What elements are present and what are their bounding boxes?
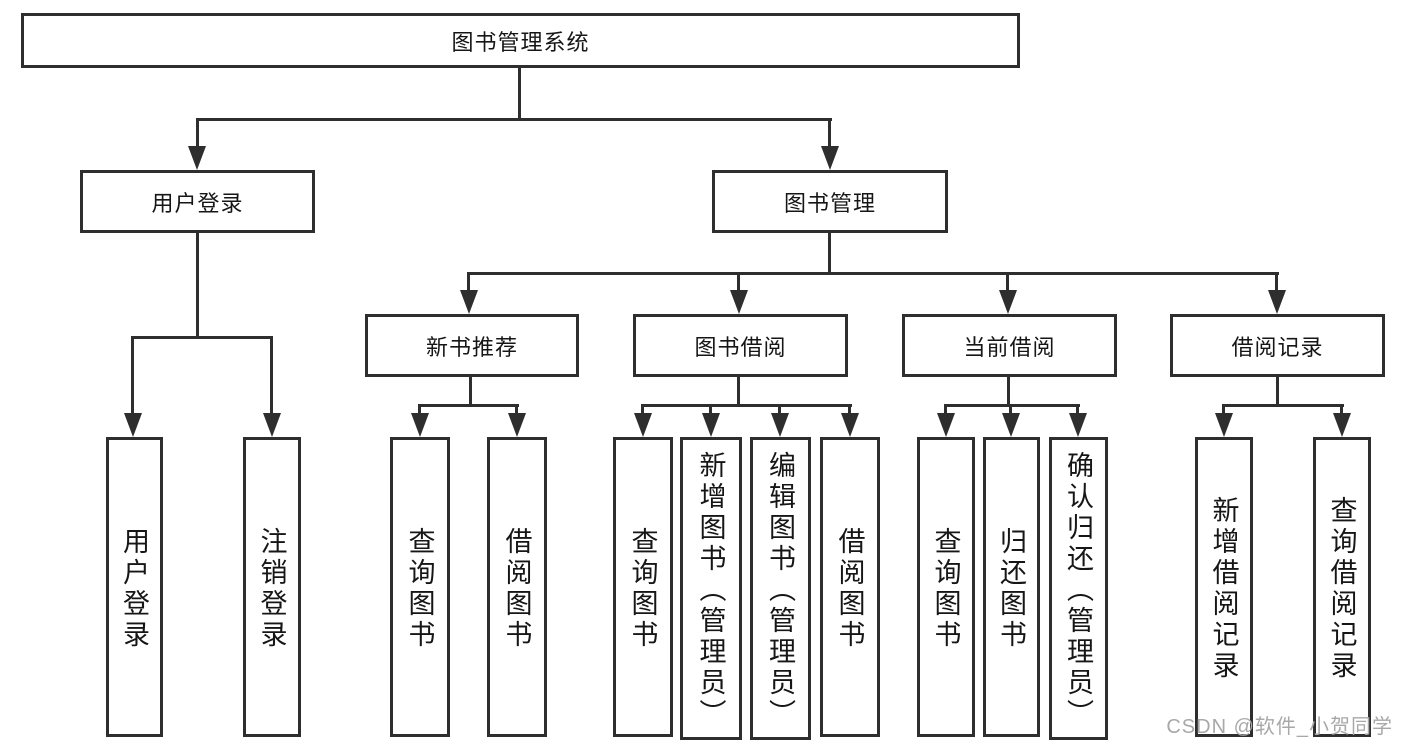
connector-vline — [515, 404, 518, 414]
leaf-logout-label: 注销登录 — [256, 527, 287, 651]
connector-vline — [828, 233, 831, 274]
connector-vline — [131, 336, 134, 413]
arrow-down-icon — [841, 413, 859, 437]
leaf-borrow-books-label: 借阅图书 — [834, 527, 865, 651]
connector-vline — [737, 377, 740, 405]
connector-vline — [1076, 404, 1079, 414]
leaf-return-books-label: 归还图书 — [996, 527, 1026, 651]
leaf-query-books-recommend: 查询图书 — [390, 437, 450, 737]
arrow-down-icon — [1002, 413, 1020, 437]
leaf-borrow-books: 借阅图书 — [820, 437, 880, 737]
connector-vline — [709, 404, 712, 414]
arrow-down-icon — [188, 146, 206, 170]
arrow-down-icon — [508, 413, 526, 437]
leaf-edit-books-admin-label: 编辑图书（管理员） — [765, 451, 795, 730]
arrow-down-icon — [263, 413, 281, 437]
leaf-query-books-current-label: 查询图书 — [930, 527, 961, 651]
arrow-down-icon — [634, 413, 652, 437]
arrow-down-icon — [1069, 413, 1087, 437]
leaf-query-books-borrowing-label: 查询图书 — [627, 527, 658, 651]
connector-vline — [467, 272, 470, 290]
leaf-add-borrow-record-label: 新增借阅记录 — [1208, 496, 1239, 682]
leaf-edit-books-admin: 编辑图书（管理员） — [750, 437, 811, 740]
node-new-book-recommend-label: 新书推荐 — [425, 334, 518, 360]
arrow-down-icon — [1215, 413, 1233, 437]
connector-vline — [1009, 404, 1012, 414]
connector-vline — [1275, 272, 1278, 290]
leaf-query-books-current: 查询图书 — [917, 437, 975, 737]
connector-hline — [418, 404, 519, 407]
connector-hline — [468, 272, 1279, 275]
node-borrowing-records: 借阅记录 — [1170, 314, 1385, 377]
arrow-down-icon — [411, 413, 429, 437]
leaf-user-login: 用户登录 — [106, 437, 163, 737]
connector-vline — [418, 404, 421, 414]
arrow-down-icon — [999, 290, 1017, 314]
leaf-query-books-borrowing: 查询图书 — [613, 437, 673, 737]
node-borrowing-records-label: 借阅记录 — [1231, 334, 1324, 360]
arrow-down-icon — [124, 413, 142, 437]
connector-hline — [131, 336, 273, 339]
connector-vline — [944, 404, 947, 414]
leaf-query-borrow-record-label: 查询借阅记录 — [1326, 496, 1357, 682]
connector-vline — [737, 272, 740, 290]
connector-vline — [196, 118, 199, 146]
leaf-query-borrow-record: 查询借阅记录 — [1313, 437, 1371, 737]
leaf-confirm-return-admin: 确认归还（管理员） — [1049, 437, 1108, 740]
leaf-add-books-admin: 新增图书（管理员） — [680, 437, 742, 740]
arrow-down-icon — [460, 290, 478, 314]
connector-vline — [518, 68, 521, 120]
connector-vline — [848, 404, 851, 414]
connector-vline — [1222, 404, 1225, 414]
connector-vline — [469, 377, 472, 405]
arrow-down-icon — [771, 413, 789, 437]
connector-vline — [1006, 272, 1009, 290]
arrow-down-icon — [702, 413, 720, 437]
leaf-confirm-return-admin-label: 确认归还（管理员） — [1063, 451, 1093, 730]
connector-vline — [1276, 377, 1279, 405]
leaf-borrow-books-recommend-label: 借阅图书 — [501, 527, 532, 651]
connector-hline — [944, 404, 1080, 407]
connector-vline — [1007, 377, 1010, 405]
leaf-add-borrow-record: 新增借阅记录 — [1195, 437, 1253, 737]
connector-vline — [196, 233, 199, 338]
leaf-query-books-recommend-label: 查询图书 — [404, 527, 435, 651]
node-new-book-recommend: 新书推荐 — [365, 314, 579, 377]
connector-vline — [641, 404, 644, 414]
connector-vline — [270, 336, 273, 413]
node-user-login: 用户登录 — [80, 170, 315, 233]
connector-hline — [1222, 404, 1344, 407]
node-book-management: 图书管理 — [712, 170, 948, 233]
arrow-down-icon — [1333, 413, 1351, 437]
leaf-return-books: 归还图书 — [983, 437, 1040, 737]
node-current-borrowing: 当前借阅 — [902, 314, 1117, 377]
arrow-down-icon — [937, 413, 955, 437]
arrow-down-icon — [730, 290, 748, 314]
node-library-system-label: 图书管理系统 — [451, 29, 590, 55]
node-book-borrowing-label: 图书借阅 — [694, 334, 787, 360]
node-book-borrowing: 图书借阅 — [633, 314, 848, 377]
leaf-borrow-books-recommend: 借阅图书 — [487, 437, 547, 737]
csdn-watermark: CSDN @软件_小贺同学 — [1166, 716, 1393, 738]
connector-vline — [1340, 404, 1343, 414]
arrow-down-icon — [821, 146, 839, 170]
connector-vline — [828, 118, 831, 146]
leaf-add-books-admin-label: 新增图书（管理员） — [695, 451, 726, 730]
connector-hline — [196, 118, 832, 121]
connector-vline — [778, 404, 781, 414]
node-user-login-label: 用户登录 — [151, 190, 244, 216]
node-book-management-label: 图书管理 — [783, 190, 876, 216]
leaf-logout: 注销登录 — [243, 437, 301, 737]
node-current-borrowing-label: 当前借阅 — [963, 334, 1056, 360]
arrow-down-icon — [1268, 290, 1286, 314]
leaf-user-login-label: 用户登录 — [119, 527, 149, 651]
connector-hline — [641, 404, 852, 407]
node-library-system: 图书管理系统 — [21, 13, 1020, 68]
